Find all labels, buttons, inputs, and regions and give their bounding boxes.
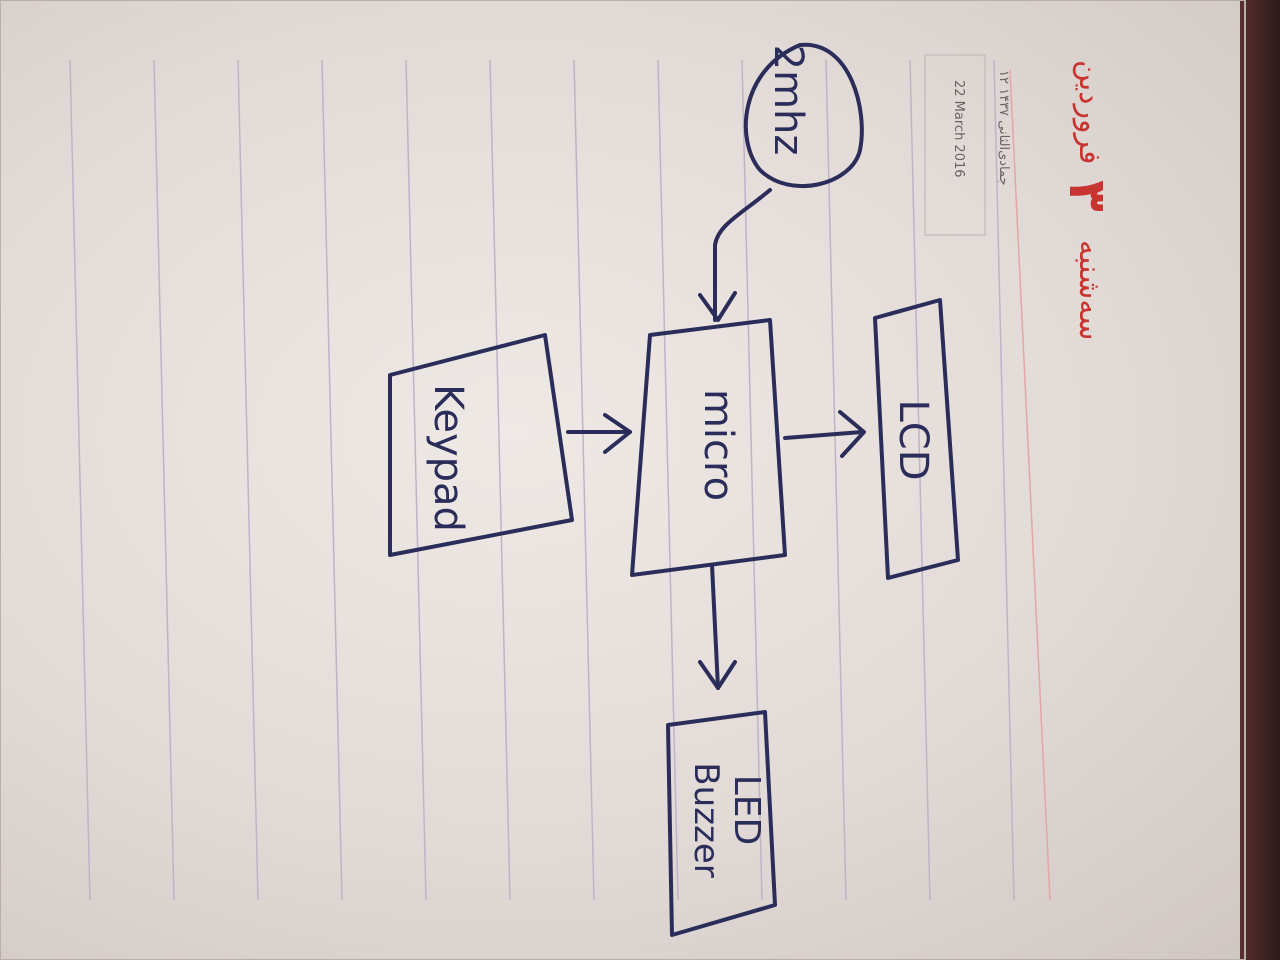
led-arrowhead	[698, 660, 737, 690]
carpet-edge	[1240, 0, 1280, 960]
date-lines: ۱۲ جمادی‌الثانی ۱۴۳۷ 22 March 2016	[951, 70, 1011, 186]
ruled-line	[489, 59, 511, 901]
clock-connector	[713, 188, 772, 322]
led-arrow-line	[710, 563, 720, 690]
ruled-line	[153, 59, 175, 901]
lcd-arrowhead	[838, 410, 866, 458]
buzzer-label: Buzzer	[686, 762, 726, 877]
ruled-line	[993, 59, 1015, 901]
led-buzzer-box	[666, 710, 777, 937]
gregorian-date: 22 March 2016	[951, 80, 966, 178]
clock-circle	[743, 42, 864, 188]
header: فروردین ۳ سه‌شنبه	[1057, 60, 1117, 341]
clock-arrowhead	[698, 291, 737, 322]
keypad-node: Keypad	[388, 333, 574, 557]
keypad-label: Keypad	[425, 384, 471, 532]
micro-box	[630, 318, 787, 577]
day-number: ۳	[1057, 180, 1117, 212]
month-label: فروردین	[1072, 60, 1107, 164]
ruled-line	[573, 59, 595, 901]
lcd-label: LCD	[890, 399, 936, 480]
page-edge	[0, 0, 1246, 960]
ruled-line	[825, 59, 847, 901]
ruled-line	[405, 59, 427, 901]
clock-node: 2mhz	[743, 42, 864, 188]
keypad-box	[388, 333, 574, 557]
micro-label: micro	[695, 389, 741, 501]
ruled-line	[741, 59, 763, 901]
ruled-line	[657, 59, 679, 901]
weekday-label: سه‌شنبه	[1072, 240, 1107, 341]
micro-node: micro	[630, 318, 787, 577]
ruled-line	[237, 59, 259, 901]
ruled-line	[321, 59, 343, 901]
lcd-node: LCD	[873, 298, 960, 580]
lcd-box	[873, 298, 960, 580]
date-box	[924, 54, 986, 236]
hijri-date: ۱۲ جمادی‌الثانی ۱۴۳۷	[996, 70, 1011, 186]
led-label: LED	[726, 775, 767, 846]
ruled-line	[69, 59, 91, 901]
led-buzzer-node: LED Buzzer	[666, 710, 777, 937]
ruled-lines	[69, 59, 1015, 901]
clock-label: 2mhz	[765, 45, 811, 156]
margin-line	[1009, 69, 1051, 901]
keypad-arrowhead	[603, 413, 632, 454]
lcd-arrow-line	[783, 430, 864, 440]
ruled-line	[909, 59, 931, 901]
